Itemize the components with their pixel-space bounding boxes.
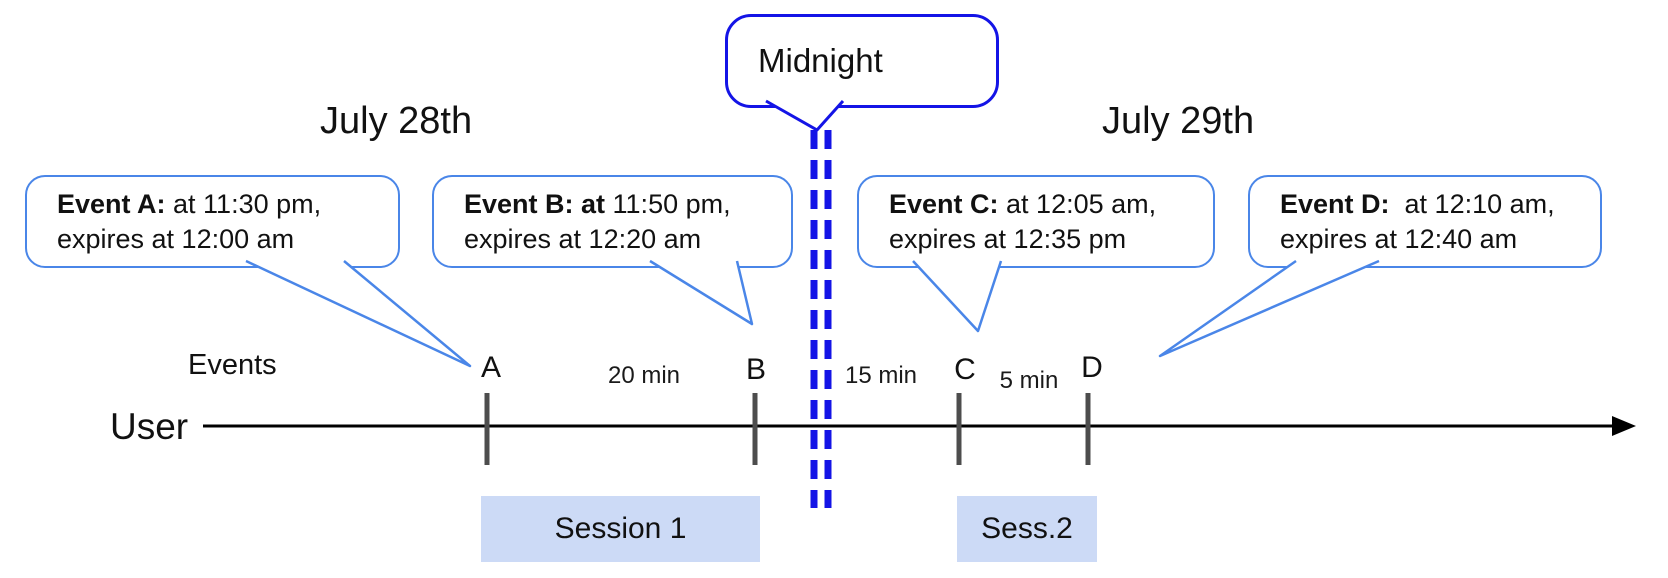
event-a-line2: expires at 12:00 am [57, 224, 295, 254]
tick-label-a: A [480, 351, 502, 384]
user-axis-label: User [110, 406, 189, 447]
event-b-line2: expires at 12:20 am [464, 224, 702, 254]
session-2-label: Sess.2 [981, 512, 1073, 545]
event-b-line1: Event B: at 11:50 pm, [464, 189, 731, 219]
event-d-callout-tail [1158, 259, 1380, 358]
session-2-box: Sess.2 [957, 496, 1097, 562]
event-c-callout-tail [912, 260, 1003, 333]
event-c-line1: Event C: at 12:05 am, [889, 189, 1157, 219]
date-label-july-28: July 28th [320, 100, 473, 142]
tick-label-d: D [1081, 351, 1103, 384]
events-axis-label: Events [188, 349, 277, 381]
event-a-callout-tail [245, 259, 472, 368]
event-a-line1: Event A: at 11:30 pm, [57, 189, 322, 219]
date-label-july-29: July 29th [1102, 100, 1255, 142]
midnight-dashed-line [810, 130, 832, 508]
session-1-label: Session 1 [554, 512, 687, 545]
event-tick-marks [484, 393, 1091, 465]
interval-20min-label: 20 min [607, 362, 681, 389]
event-c-callout: Event C: at 12:05 am, expires at 12:35 p… [857, 175, 1215, 268]
tick-label-b: B [745, 353, 767, 386]
midnight-callout: Midnight [725, 14, 999, 108]
midnight-label: Midnight [758, 42, 883, 79]
event-d-line1: Event D: at 12:10 am, [1280, 189, 1555, 219]
event-c-line2: expires at 12:35 pm [889, 224, 1127, 254]
event-d-line2: expires at 12:40 am [1280, 224, 1518, 254]
interval-5min-label: 5 min [999, 367, 1059, 394]
tick-label-c: C [954, 353, 976, 386]
event-b-callout: Event B: at 11:50 pm, expires at 12:20 a… [432, 175, 793, 268]
event-d-callout: Event D: at 12:10 am, expires at 12:40 a… [1248, 175, 1602, 268]
event-b-callout-tail [649, 259, 754, 326]
user-timeline-arrow [203, 416, 1636, 436]
interval-15min-label: 15 min [844, 362, 918, 389]
event-a-callout: Event A: at 11:30 pm, expires at 12:00 a… [25, 175, 400, 268]
session-1-box: Session 1 [481, 496, 760, 562]
